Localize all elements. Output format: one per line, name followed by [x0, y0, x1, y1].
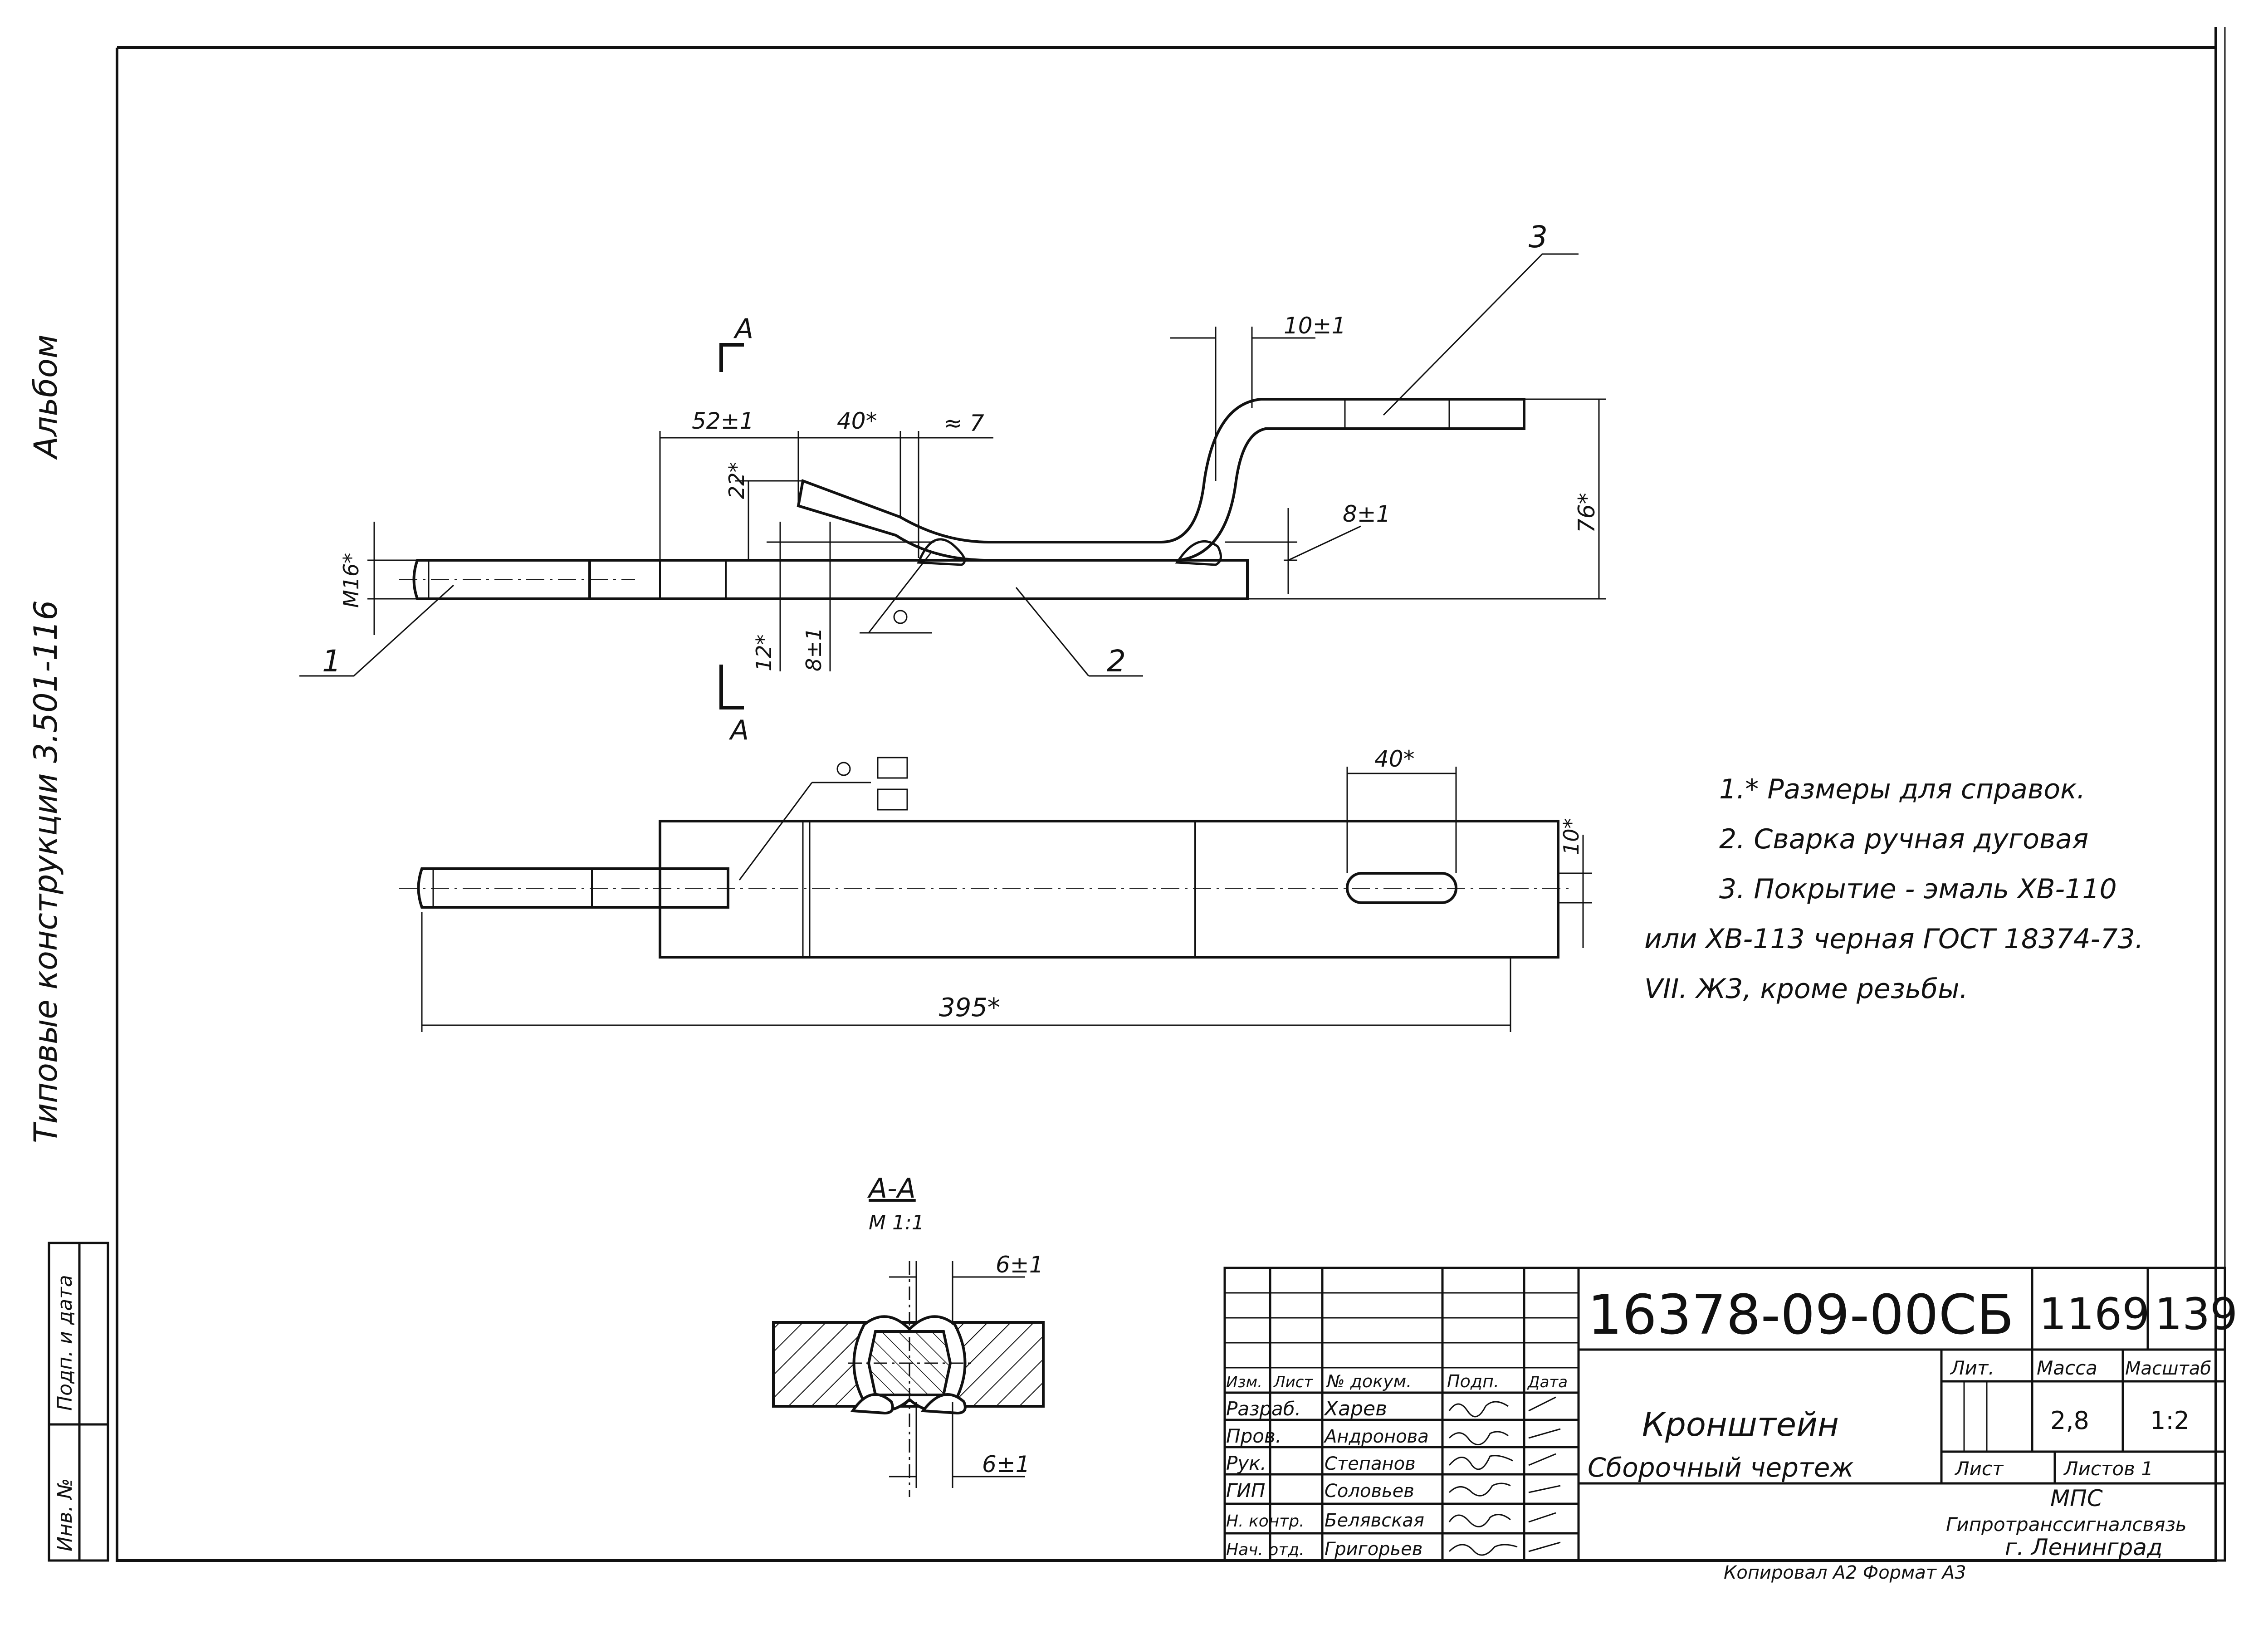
main-bar — [590, 559, 1249, 600]
signature-scribbles — [1448, 1396, 1561, 1556]
series-label: Типовые конструкции 3.501-116 — [27, 600, 64, 1143]
head-date: Дата — [1527, 1373, 1568, 1391]
doc-type: Сборочный чертеж — [1588, 1452, 1854, 1483]
head-list: Лист — [1273, 1373, 1313, 1391]
dim-40: 40* — [837, 408, 877, 434]
role-label: Рук. — [1226, 1452, 1266, 1474]
plan-plate — [659, 820, 1559, 959]
mass-label: Масса — [2037, 1357, 2097, 1379]
lit-label: Лит. — [1950, 1357, 1994, 1379]
head-izm: Изм. — [1226, 1373, 1262, 1391]
section-mark-top: A — [733, 313, 753, 345]
org-city: г. Ленинград — [2005, 1534, 2163, 1561]
bent-strip — [797, 398, 1525, 562]
person-name: Григорьев — [1325, 1539, 1422, 1560]
dim-6b: 6±1 — [982, 1451, 1030, 1477]
scale-label: Масштаб — [2125, 1358, 2211, 1379]
head-sign: Подп. — [1447, 1371, 1499, 1391]
side-stamp-inv-no: Инв. № — [54, 1478, 77, 1551]
note-line: VII. Ж3, кроме резьбы. — [1644, 973, 1968, 1005]
weld-left — [917, 538, 966, 566]
threaded-rod — [412, 559, 591, 600]
dim-76: 76* — [1574, 493, 1600, 533]
dim-7: ≈ 7 — [943, 410, 984, 436]
section-title: A-A — [867, 1173, 916, 1204]
plan-rod — [417, 867, 729, 909]
section-mark-bottom: A — [728, 714, 749, 746]
doc-code-1: 1169 — [2039, 1289, 2150, 1340]
leader-label-1: 1 — [322, 644, 341, 679]
front-view-dimensions — [299, 253, 1606, 709]
side-stamp-sign-date: Подп. и дата — [54, 1275, 77, 1411]
notes: 1.* Размеры для справок. 2. Сварка ручна… — [1644, 773, 2144, 1005]
weld-right — [1175, 540, 1222, 566]
dim-12: 12* — [752, 634, 776, 671]
doc-number: 16378-09-00СБ — [1588, 1284, 2014, 1347]
title-block-grid — [1223, 1267, 2226, 1562]
section-dimensions — [848, 1261, 1025, 1497]
mass-value: 2,8 — [2050, 1406, 2089, 1435]
dim-6a: 6±1 — [996, 1252, 1044, 1278]
plan-view-dimensions — [421, 757, 1592, 1032]
bottom-copy-format: Копировал А2 Формат А3 — [1724, 1562, 1966, 1583]
person-name: Андронова — [1323, 1426, 1429, 1447]
item-name: Кронштейн — [1642, 1405, 1839, 1443]
person-name: Белявская — [1325, 1510, 1424, 1531]
note-line: 2. Сварка ручная дуговая — [1719, 823, 2088, 855]
sheets-label: Листов 1 — [2063, 1458, 2153, 1480]
org-institute: Гипротранссигналсвязь — [1946, 1513, 2187, 1536]
side-stamp — [48, 1242, 109, 1562]
dim-22: 22* — [724, 462, 749, 499]
doc-code-2: 139 — [2155, 1289, 2238, 1340]
head-doc: № докум. — [1326, 1371, 1412, 1391]
dim-395: 395* — [939, 993, 1000, 1022]
dim-40b: 40* — [1374, 746, 1415, 772]
person-name: Соловьев — [1325, 1481, 1414, 1502]
album-label: Альбом — [27, 334, 64, 460]
note-line: 1.* Размеры для справок. — [1719, 773, 2085, 805]
leader-label-2: 2 — [1107, 644, 1126, 679]
role-label: Пров. — [1226, 1425, 1281, 1447]
dim-10: 10±1 — [1284, 313, 1346, 339]
scale-value: 1:2 — [2150, 1406, 2190, 1435]
note-line: 3. Покрытие - эмаль ХВ-110 — [1719, 873, 2117, 905]
plan-view — [399, 820, 1574, 959]
dim-52: 52±1 — [692, 408, 754, 434]
role-label: ГИП — [1226, 1479, 1265, 1502]
dim-m16: M16* — [339, 553, 363, 608]
org-ministry: МПС — [2050, 1485, 2103, 1512]
leader-label-3: 3 — [1529, 220, 1548, 254]
note-line: или ХВ-113 черная ГОСТ 18374-73. — [1644, 923, 2144, 955]
section-view — [772, 1315, 1045, 1415]
section-scale: M 1:1 — [869, 1211, 924, 1234]
role-label: Н. контр. — [1226, 1512, 1305, 1531]
dim-10b: 10* — [1559, 818, 1584, 855]
dim-8b: 8±1 — [1343, 501, 1391, 527]
person-name: Степанов — [1325, 1453, 1416, 1474]
dim-8a: 8±1 — [802, 627, 826, 671]
role-label: Разраб. — [1226, 1398, 1301, 1420]
role-label: Нач. отд. — [1226, 1541, 1305, 1559]
sheet-label: Лист — [1954, 1458, 2004, 1480]
person-name: Харев — [1324, 1397, 1387, 1420]
